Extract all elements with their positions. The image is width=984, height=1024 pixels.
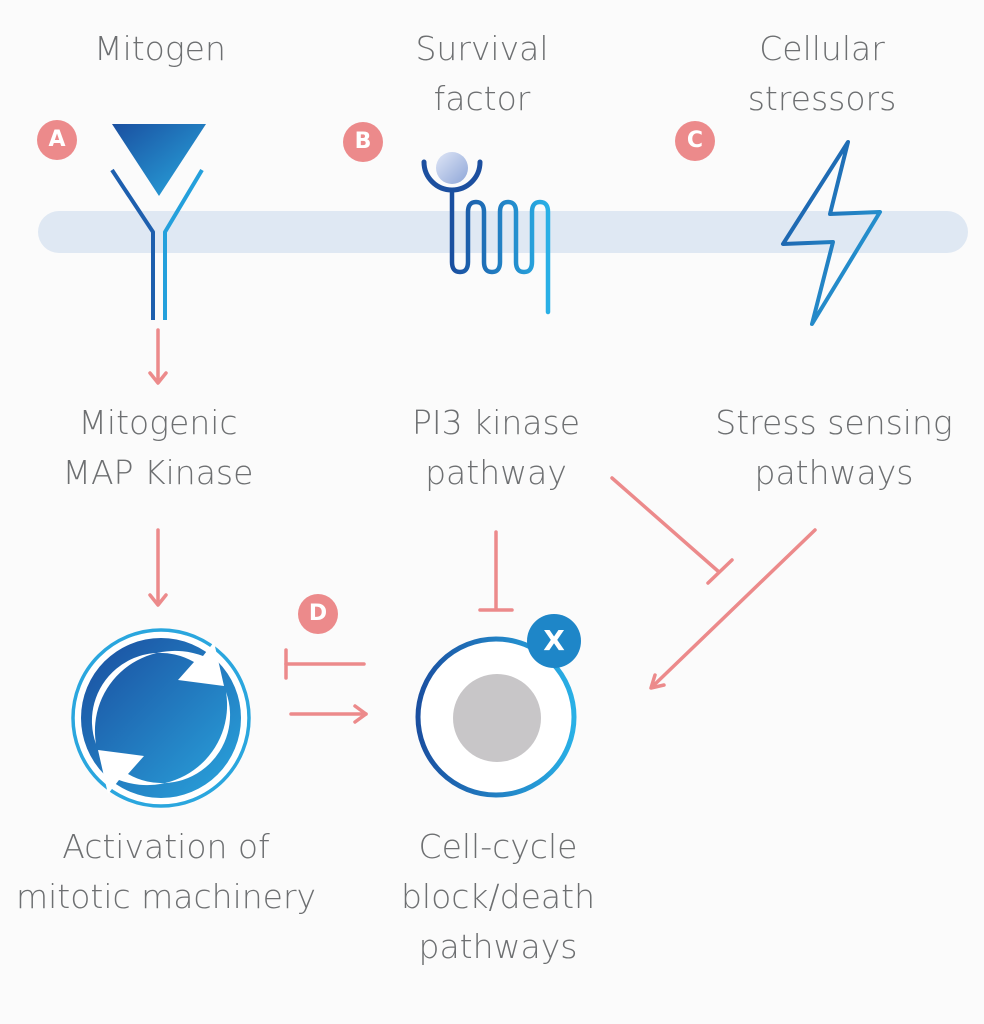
stress-lightning-icon [781, 140, 882, 326]
inhibit-pi3k-to-cellcycle [478, 530, 514, 612]
inhibit-cellcycle-to-activation [284, 648, 366, 680]
survival-receptor-icon [421, 152, 551, 315]
arrow-stress-to-cellcycle [649, 528, 817, 690]
badge-b: B [343, 122, 383, 162]
blocked-cell-icon [415, 636, 577, 798]
cell-membrane [38, 211, 968, 253]
badge-a: A [37, 120, 77, 160]
arrow-activation-to-cellcycle [289, 704, 368, 724]
nucleus [453, 674, 541, 762]
survival-factor-ligand-icon [436, 152, 468, 184]
arrow-mapk-to-activation [148, 528, 168, 607]
mitogen-ligand-icon [112, 124, 206, 196]
cell-block-x-icon: X [527, 614, 581, 668]
inhibit-pi3k-to-stress [610, 476, 734, 585]
badge-d: D [298, 594, 338, 634]
label-mitogen: Mitogen [94, 29, 226, 68]
cell-cycle-activation-icon [71, 628, 251, 808]
mitogen-receptor-icon [110, 124, 206, 320]
arrow-receptor-to-mapk [148, 328, 168, 385]
badge-c: C [675, 121, 715, 161]
